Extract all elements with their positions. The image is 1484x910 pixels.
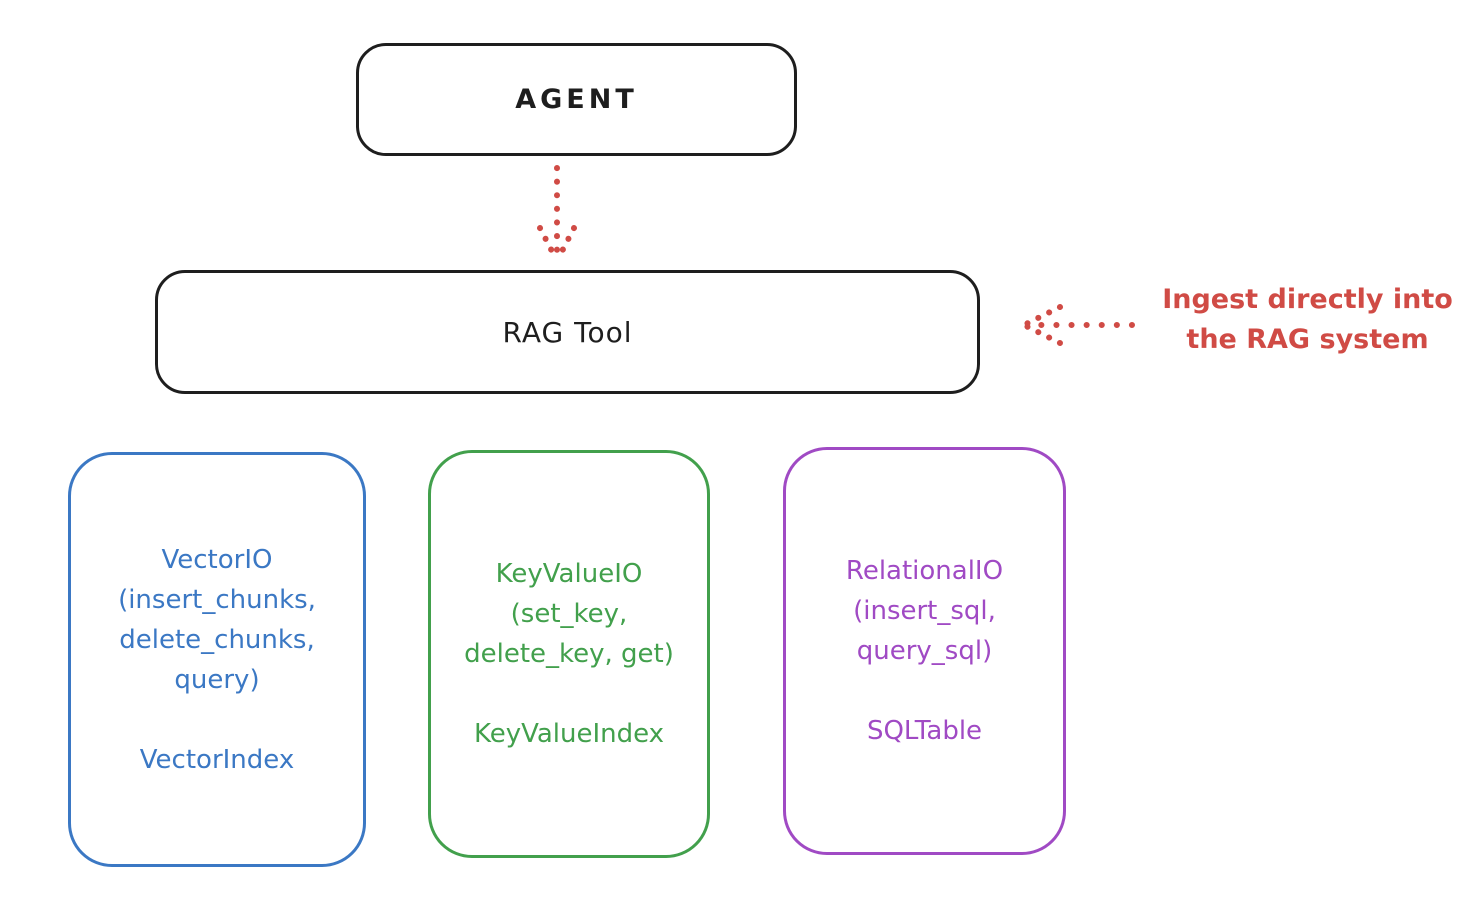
ingest-annotation-line-2: the RAG system: [1186, 324, 1429, 355]
key-value-io-signature: KeyValueIO (set_key, delete_key, get): [464, 554, 674, 674]
relational-io-line-3: query_sql): [856, 636, 993, 666]
vector-io-line-1: VectorIO: [161, 544, 273, 575]
relational-io-node: RelationalIO (insert_sql, query_sql) SQL…: [783, 447, 1066, 855]
key-value-io-node: KeyValueIO (set_key, delete_key, get) Ke…: [428, 450, 710, 858]
rag-tool-node-label: RAG Tool: [502, 315, 633, 349]
relational-io-line-1: RelationalIO: [845, 556, 1004, 586]
key-value-io-line-1: KeyValueIO: [495, 559, 643, 589]
rag-tool-node: RAG Tool: [155, 270, 980, 394]
vector-io-signature: VectorIO (insert_chunks, delete_chunks, …: [118, 540, 316, 700]
agent-node: AGENT: [356, 43, 797, 156]
dotted-arrow-left-icon: [1023, 304, 1135, 346]
key-value-io-line-3: delete_key, get): [464, 639, 674, 669]
vector-io-line-3: delete_chunks,: [119, 624, 315, 655]
vector-io-line-4: query): [174, 664, 260, 695]
agent-node-label: AGENT: [515, 84, 638, 115]
dotted-arrow-down-icon: [537, 165, 577, 262]
relational-io-signature: RelationalIO (insert_sql, query_sql): [846, 551, 1003, 671]
key-value-io-line-2: (set_key,: [510, 599, 628, 629]
ingest-annotation: Ingest directly into the RAG system: [1135, 280, 1480, 360]
relational-io-line-2: (insert_sql,: [853, 596, 996, 626]
ingest-annotation-line-1: Ingest directly into: [1162, 284, 1453, 315]
vector-io-node: VectorIO (insert_chunks, delete_chunks, …: [68, 452, 366, 867]
vector-io-line-2: (insert_chunks,: [118, 584, 316, 615]
key-value-index-label: KeyValueIndex: [473, 719, 665, 749]
vector-index-label: VectorIndex: [139, 744, 295, 775]
sql-table-label: SQLTable: [866, 716, 983, 746]
